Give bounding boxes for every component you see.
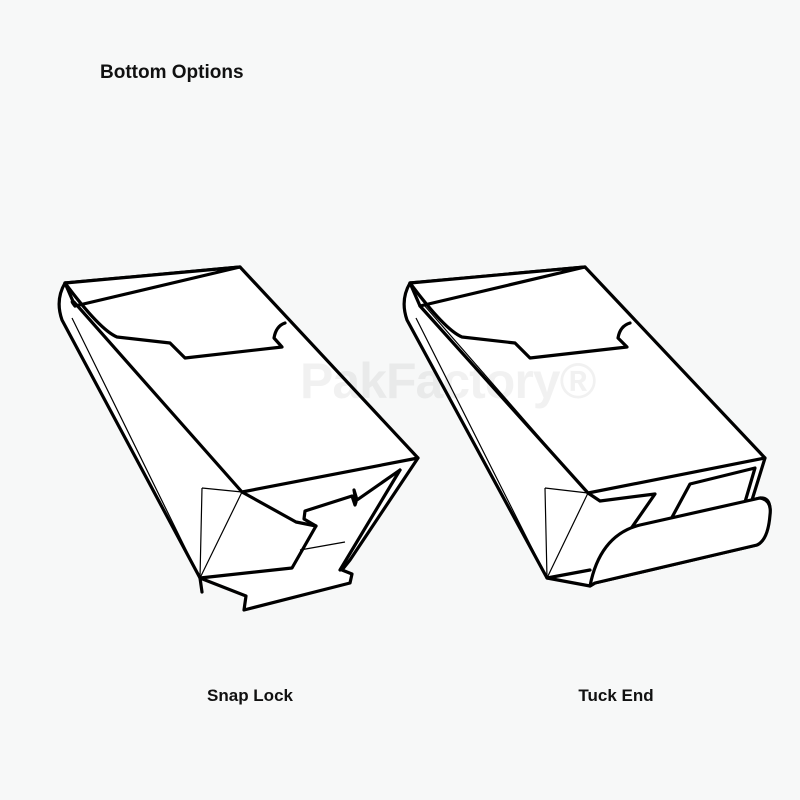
tuck-end-box-illustration <box>402 265 772 588</box>
snap-lock-label: Snap Lock <box>207 686 293 705</box>
snap-lock-box-illustration <box>57 265 420 612</box>
watermark-logo: PakFactory® <box>300 353 596 409</box>
tuck-end-label: Tuck End <box>578 686 654 705</box>
page-title: Bottom Options <box>100 62 244 83</box>
